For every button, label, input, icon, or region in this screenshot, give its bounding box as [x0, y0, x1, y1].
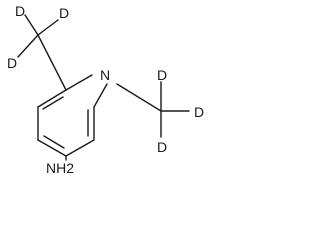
bond-c5-c6: [65, 139, 95, 157]
bond-c2-c3: [37, 89, 67, 108]
bond-c4-c5-inner: [43, 135, 65, 149]
bond-n-c6-top: [93, 83, 108, 108]
bond-methyl-d-top-a: [24, 14, 39, 36]
pyridine-ring: [37, 74, 108, 157]
bond-c6-methyl: [116, 83, 162, 112]
bond-c2-c3-inner: [42, 96, 64, 110]
bond-methyl-d-left: [17, 34, 39, 58]
left-methyl-group: [17, 14, 67, 91]
bond-c2-methyl: [37, 34, 67, 91]
deuterium-label: D: [15, 3, 25, 19]
deuterium-label: D: [194, 104, 204, 120]
ring-nitrogen-label: N: [100, 67, 110, 83]
deuterium-label: D: [157, 139, 167, 155]
bond-c4-c5: [37, 139, 67, 157]
deuterium-label: D: [157, 67, 167, 83]
amine-label: NH2: [46, 160, 74, 176]
deuterium-label: D: [59, 5, 69, 21]
bond-methyl-d-top-b: [37, 19, 59, 36]
right-methyl-group: [116, 81, 190, 138]
deuterium-label: D: [7, 55, 17, 71]
bond-n-c2: [65, 74, 93, 91]
molecule-structure: N NH2 D D D D D D: [7, 3, 204, 176]
